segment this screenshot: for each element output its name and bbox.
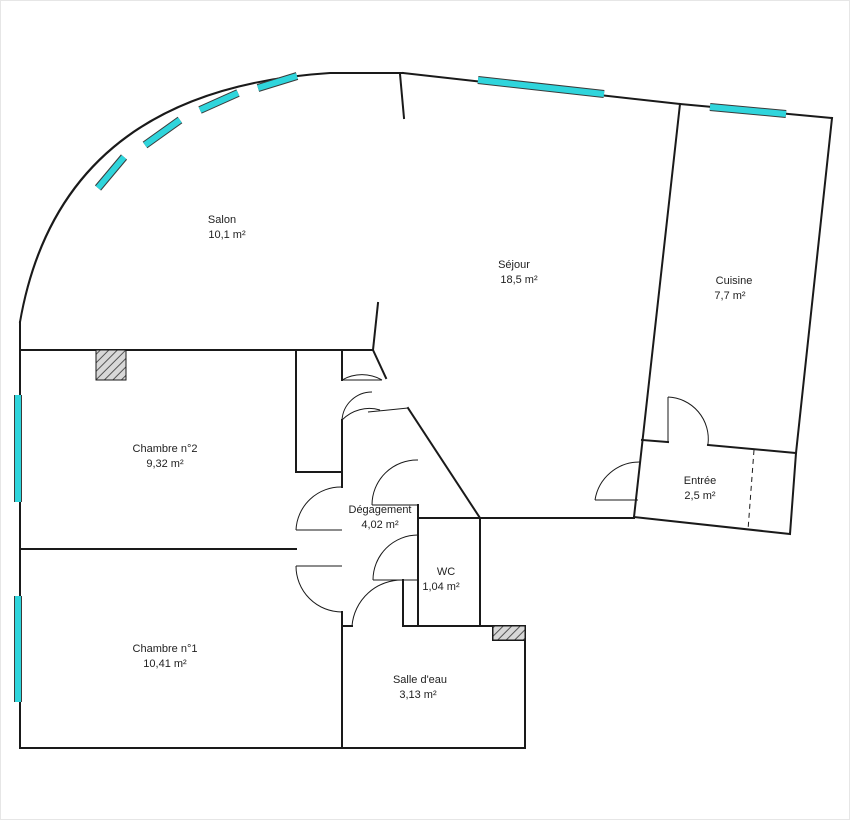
windows [14, 72, 787, 702]
door-chambre2-arc [295, 486, 343, 531]
label-salle-eau-name: Salle d'eau [393, 674, 447, 686]
bottom-wall [19, 625, 526, 749]
label-chambre2-name: Chambre n°2 [133, 443, 198, 455]
wall-salon-sejour-bottom [371, 301, 380, 352]
label-salle-eau-area: 3,13 m² [399, 689, 437, 701]
duct-chambre2 [95, 349, 127, 381]
wall-entree-top-right [706, 443, 798, 455]
window-cuisine-glass [709, 104, 787, 117]
right-wall [632, 116, 834, 536]
label-wc-area: 1,04 m² [422, 581, 460, 593]
wall-closet-diagonal [371, 348, 388, 380]
door-closet2-arc [341, 407, 381, 421]
label-cuisine-area: 7,7 m² [714, 290, 746, 302]
label-sejour-area: 18,5 m² [500, 274, 538, 286]
window-salon-1-glass [95, 155, 127, 190]
wall-cuisine-left [632, 102, 682, 519]
label-entree-area: 2,5 m² [684, 490, 716, 502]
label-wc-name: WC [437, 566, 455, 578]
label-salon-name: Salon [208, 214, 236, 226]
label-degagement-area: 4,02 m² [361, 519, 399, 531]
room-labels: Salon 10,1 m² Séjour 18,5 m² Cuisine 7,7… [133, 214, 753, 701]
door-cuisine-arc [667, 396, 709, 445]
door-closet-arc [341, 374, 383, 381]
curved-facade-wall [18, 72, 404, 324]
label-chambre1-area: 10,41 m² [143, 658, 187, 670]
label-chambre2-area: 9,32 m² [146, 458, 184, 470]
door-salle-eau-arc [351, 579, 404, 627]
door-sejour-leaf [367, 407, 409, 413]
duct-salle-eau [492, 625, 526, 641]
window-salon-2-glass [143, 117, 182, 148]
label-sejour-name: Séjour [498, 259, 530, 271]
window-salon-4-glass [257, 73, 298, 91]
entree-partition [747, 449, 755, 531]
door-sejour-arc [341, 391, 373, 421]
door-degagement-top-arc [371, 459, 419, 506]
wall-degagement-diagonal [406, 406, 482, 520]
doors [295, 374, 709, 627]
label-cuisine-name: Cuisine [716, 275, 753, 287]
door-wc-arc [372, 534, 419, 581]
window-salon-3-glass [198, 90, 240, 113]
wall-salon-sejour-top [398, 72, 406, 120]
door-chambre1-arc [295, 565, 343, 613]
label-salon-area: 10,1 m² [208, 229, 246, 241]
door-entree-arc [594, 461, 641, 501]
label-degagement-name: Dégagement [349, 504, 412, 516]
interior-walls [19, 72, 798, 749]
label-chambre1-name: Chambre n°1 [133, 643, 198, 655]
window-sejour-glass [477, 77, 605, 97]
label-entree-name: Entrée [684, 475, 716, 487]
wall-entree-top [640, 438, 670, 444]
